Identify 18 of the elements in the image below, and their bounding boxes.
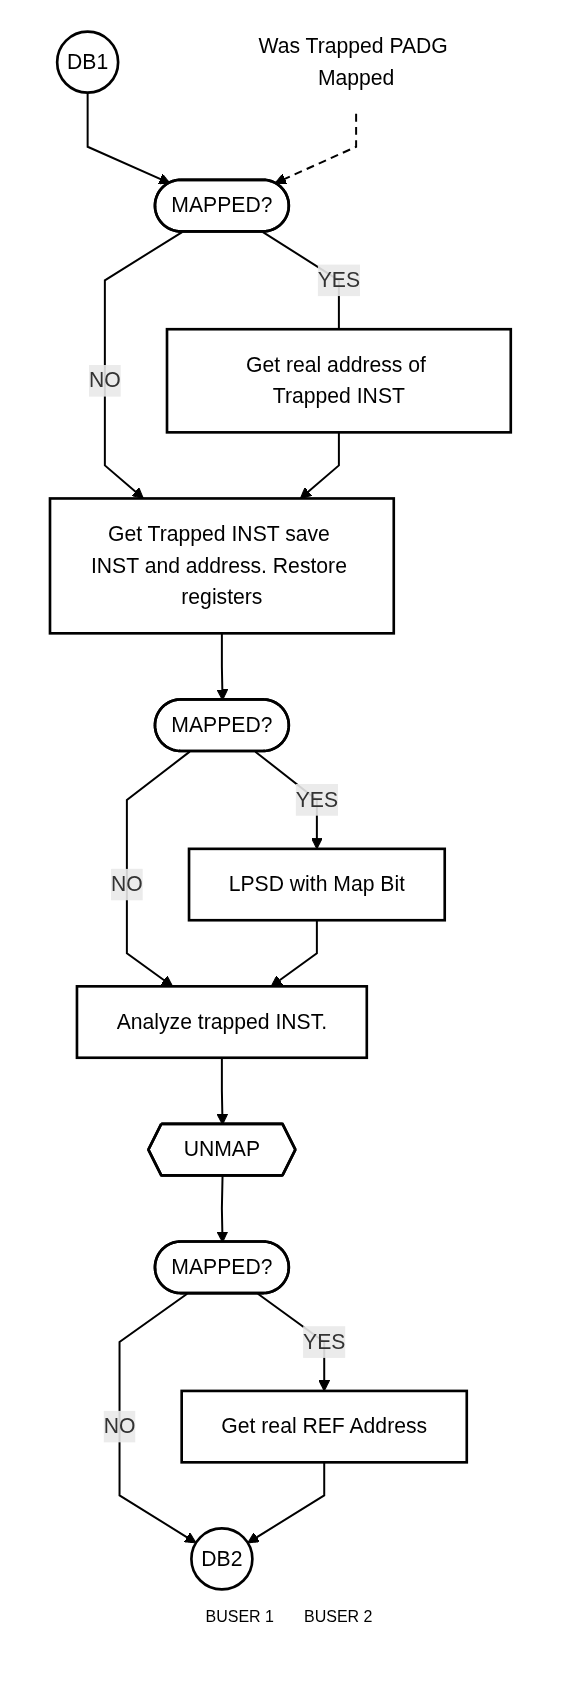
note-text: BUSER 2 xyxy=(304,1608,373,1626)
edge-label: NO xyxy=(111,872,143,896)
edge-label: YES xyxy=(295,788,339,811)
edge-label: NO xyxy=(103,1414,136,1438)
edge-label: YES xyxy=(303,1330,346,1353)
edge-label: YES xyxy=(317,268,361,291)
node-box: Get real REF Address xyxy=(180,1389,469,1464)
node-circle: DB2 xyxy=(190,1527,254,1591)
node-box: LPSD with Map Bit xyxy=(187,847,447,922)
arrow xyxy=(274,112,358,185)
node-circle: DB1 xyxy=(55,30,120,94)
arrow xyxy=(103,231,184,499)
node-box: Get Trapped INST save INST and address. Restore registers xyxy=(48,497,396,635)
node-box: Get real address of Trapped INST xyxy=(165,327,513,434)
edge-label: NO xyxy=(89,368,121,392)
node-box: Analyze trapped INST. xyxy=(75,985,369,1060)
note-text: BUSER 1 xyxy=(205,1608,274,1626)
node-text: Was Trapped PADG Mapped xyxy=(258,34,448,89)
